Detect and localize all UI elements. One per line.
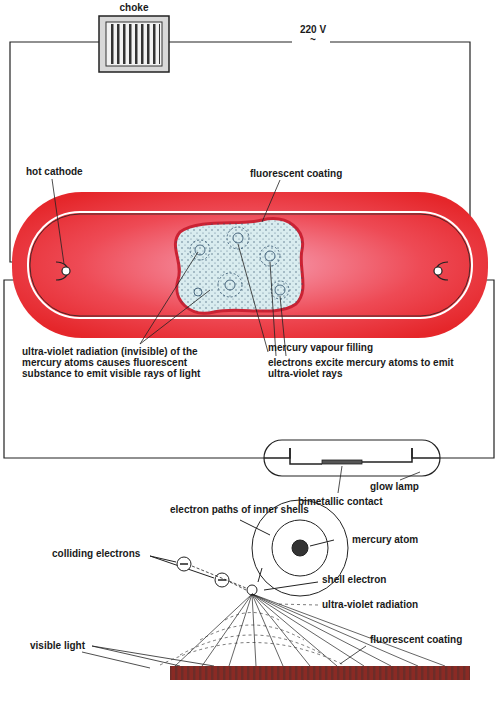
ac-symbol: ~ — [310, 34, 316, 45]
part-label: mercury atom — [352, 534, 418, 545]
part-label: fluorescent coating — [370, 634, 462, 645]
part-label: ultra-violet radiation — [322, 599, 418, 610]
visible-light-lines — [82, 646, 366, 668]
mercury-atom — [150, 500, 348, 596]
uv-wavefronts — [160, 604, 344, 665]
electron-symbol — [177, 557, 257, 595]
part-label: hot cathode — [26, 166, 83, 177]
node-label: choke — [98, 2, 170, 13]
part-label: fluorescent coating — [250, 168, 342, 179]
leader-lines — [52, 179, 420, 493]
glow-lamp — [264, 440, 440, 476]
part-label: colliding electrons — [52, 548, 140, 559]
choke-coil: choke — [98, 2, 170, 73]
ultra-violet-rays — [175, 594, 445, 666]
note: ultra-violet radiation (invisible) of th… — [22, 346, 227, 379]
tube-outline — [28, 212, 472, 318]
part-label: electron paths of inner shells — [170, 504, 309, 515]
part-label: mercury vapour filling — [268, 342, 373, 353]
note: electrons excite mercury atoms to emit u… — [268, 357, 468, 379]
cutaway — [175, 219, 303, 313]
part-label: bimetallic contact — [298, 496, 382, 507]
choke-box — [98, 15, 170, 73]
part-label: glow lamp — [370, 481, 419, 492]
part-label: shell electron — [322, 574, 386, 585]
part-label: visible light — [30, 640, 85, 651]
voltage-label: 220 V — [300, 24, 326, 35]
fluorescent-coating-strip — [170, 666, 470, 680]
tube-glow — [12, 192, 488, 338]
mercury-atoms — [190, 227, 289, 299]
